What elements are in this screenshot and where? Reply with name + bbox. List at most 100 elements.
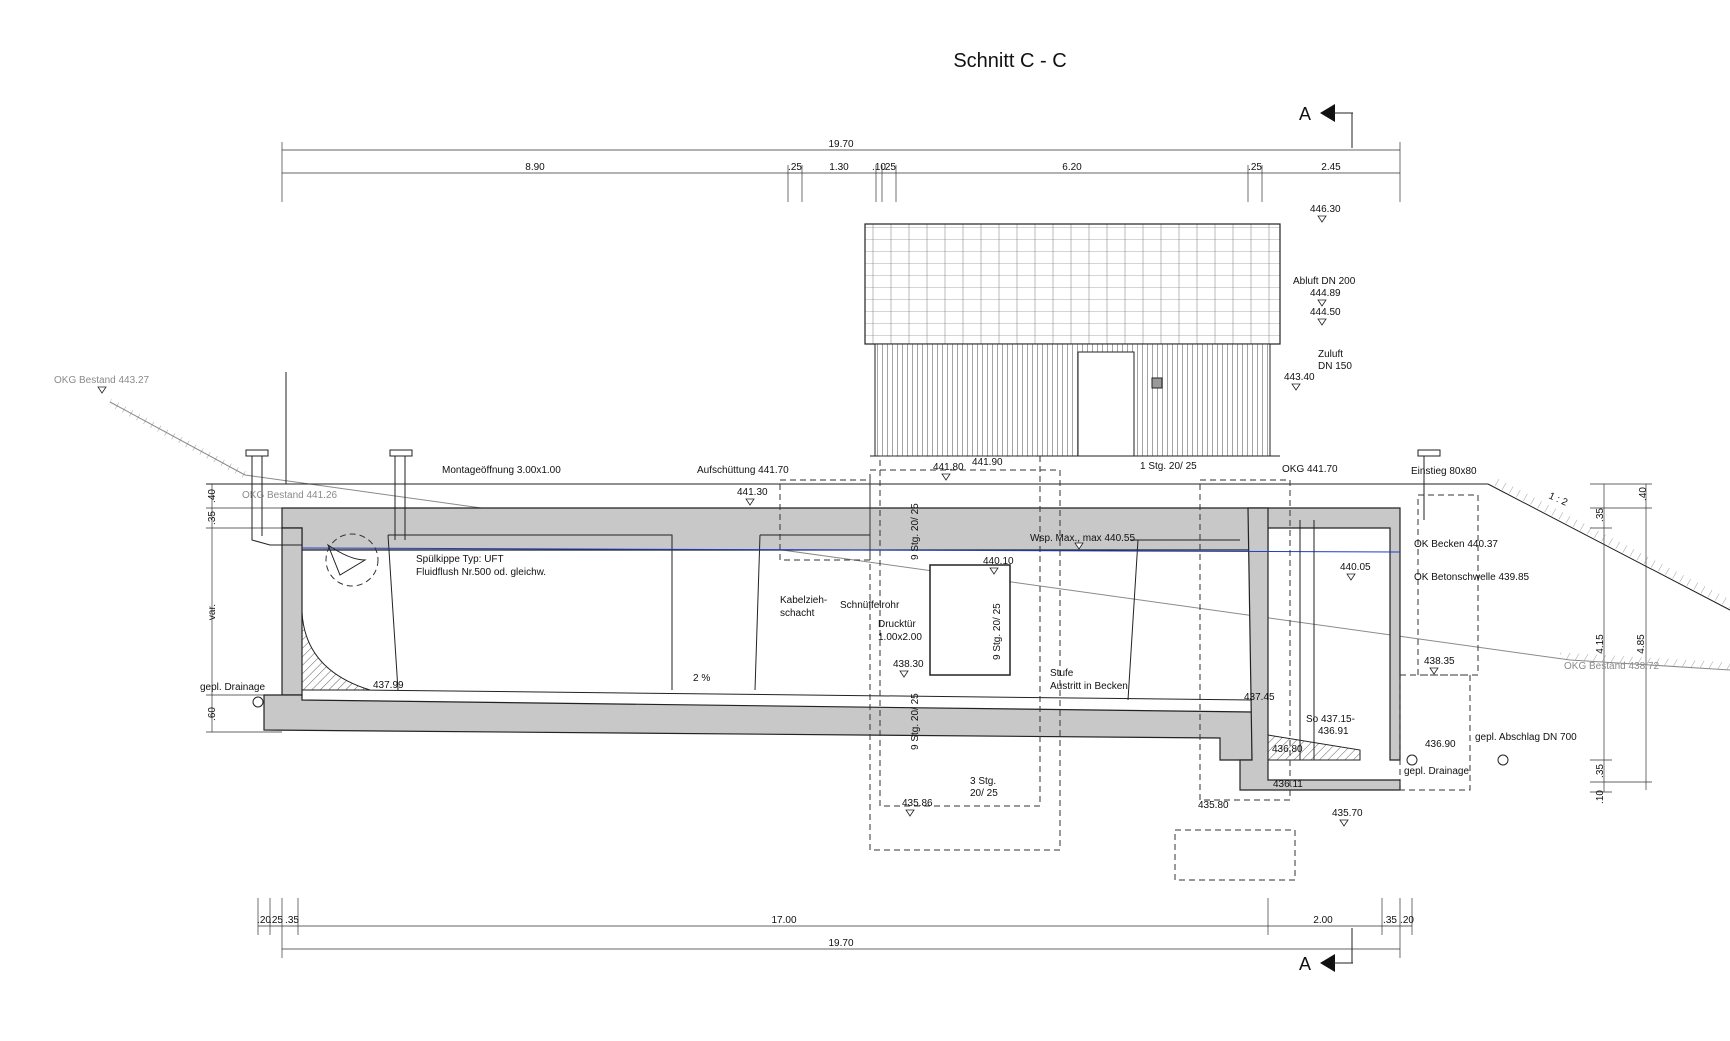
dim-top-seg: .25 — [1248, 162, 1262, 173]
label-level: 440.10 — [983, 556, 1014, 567]
dim-right: 4.15 — [1595, 634, 1606, 654]
label-stufe: Austritt in Becken — [1050, 681, 1128, 692]
internal-walls — [359, 534, 1253, 701]
label-level: 441.90 — [972, 457, 1003, 468]
label-cable-shaft: schacht — [780, 608, 815, 619]
label-level: 440.05 — [1340, 562, 1371, 573]
label-level: 443.40 — [1284, 372, 1315, 383]
flush-tipper-symbol — [325, 533, 379, 587]
dim-top-seg: .10 — [872, 162, 886, 173]
label-flush-tipper: Spülkippe Typ: UFT — [416, 554, 504, 565]
label-stufe: Stufe — [1050, 668, 1074, 679]
label-sniffer-pipe: Schnüffelrohr — [840, 600, 900, 611]
tank-structure — [263, 507, 1401, 791]
label-pressure-door: 1.00x2.00 — [878, 632, 922, 643]
label-level: 441.30 — [737, 487, 768, 498]
dim-right: .10 — [1595, 790, 1606, 804]
label-okg: OKG 441.70 — [1282, 464, 1338, 475]
label-level: 436.80 — [1272, 744, 1303, 755]
label-einstieg: Einstieg 80x80 — [1411, 466, 1477, 477]
label-level: 437.45 — [1244, 692, 1275, 703]
vent-pipes — [245, 372, 1441, 546]
label-steps: 9 Stg. 20/ 25 — [910, 693, 921, 750]
label-ok-becken: OK Becken 440.37 — [1414, 539, 1498, 550]
dim-right: .35 — [1595, 508, 1606, 522]
existing-terrain — [108, 398, 1730, 671]
label-level: 435.80 — [1198, 800, 1229, 811]
dim-top-total: 19.70 — [828, 139, 853, 150]
label-water-level: Wsp. Max., max 440.55 — [1030, 533, 1135, 544]
pump-house — [864, 223, 1281, 457]
label-level: 435.86 — [902, 798, 933, 809]
overflow-outline — [1399, 674, 1471, 791]
dim-right: .35 — [1595, 764, 1606, 778]
label-slope: 2 % — [693, 673, 710, 684]
label-steps: 3 Stg. — [970, 776, 996, 787]
dim-top-seg: 6.20 — [1062, 162, 1082, 173]
label-flush-tipper: Fluidflush Nr.500 od. gleichw. — [416, 567, 546, 578]
label-sole: 436.91 — [1318, 726, 1349, 737]
dim-bottom-seg: .35 — [1383, 915, 1397, 926]
dim-right: 4.85 — [1636, 634, 1647, 654]
dim-bottom-seg: .20 — [1400, 915, 1414, 926]
dim-top-seg: 1.30 — [829, 162, 849, 173]
label-drainage: gepl. Drainage — [200, 682, 265, 693]
drainage-right-symbol — [1406, 754, 1418, 766]
label-okg-bestand: OKG Bestand 441.26 — [242, 490, 338, 501]
label-level: 446.30 — [1310, 204, 1341, 215]
label-steps: 20/ 25 — [970, 788, 998, 799]
label-drainage: gepl. Drainage — [1404, 766, 1469, 777]
dimension-bottom: .20 .25 .35 17.00 2.00 .35 .20 19.70 — [257, 898, 1414, 958]
label-ok-betonschwelle: OK Betonschwelle 439.85 — [1414, 572, 1530, 583]
dim-top-seg: 2.45 — [1321, 162, 1341, 173]
label-level: 437.99 — [373, 680, 404, 691]
label-level: 436.90 — [1425, 739, 1456, 750]
dim-bottom-seg: 2.00 — [1313, 915, 1333, 926]
label-zuluft: Zuluft — [1318, 349, 1343, 360]
label-zuluft: DN 150 — [1318, 361, 1352, 372]
drainage-left-symbol — [252, 696, 264, 708]
dim-bottom-seg: .20 — [257, 915, 271, 926]
dim-bottom-seg: 17.00 — [771, 915, 796, 926]
dim-bottom-seg: .35 — [285, 915, 299, 926]
label-pressure-door: Drucktür — [878, 619, 916, 630]
drawing-title: Schnitt C - C — [953, 50, 1066, 72]
label-sole: So 437.15- — [1306, 714, 1355, 725]
label-level: 441.80 — [933, 462, 964, 473]
dim-bottom-total: 19.70 — [828, 938, 853, 949]
level-markers — [97, 215, 1439, 827]
dim-left: .40 — [207, 489, 218, 503]
dim-top-seg: .25 — [882, 162, 896, 173]
label-cable-shaft: Kabelzieh- — [780, 595, 827, 606]
dim-top-seg: 8.90 — [525, 162, 545, 173]
label-step: 1 Stg. 20/ 25 — [1140, 461, 1197, 472]
section-marker-top: A — [1299, 104, 1353, 148]
section-marker-bottom: A — [1299, 928, 1353, 974]
label-montage: Montageöffnung 3.00x1.00 — [442, 465, 561, 476]
label-steps: 9 Stg. 20/ 25 — [910, 503, 921, 560]
label-level: 435.70 — [1332, 808, 1363, 819]
svg-text:A: A — [1299, 104, 1311, 124]
dim-left: .35 — [207, 511, 218, 525]
label-steps: 9 Stg. 20/ 25 — [992, 603, 1003, 660]
label-level: 444.89 — [1310, 288, 1341, 299]
staircase-shaft — [779, 455, 1479, 881]
dim-right: .40 — [1638, 487, 1649, 501]
label-okg-bestand: OKG Bestand 443.27 — [54, 375, 150, 386]
overflow-symbol — [1497, 754, 1509, 766]
water-level-line — [301, 547, 1401, 553]
annotations: OKG Bestand 443.27 OKG Bestand 441.26 OK… — [54, 204, 1660, 819]
svg-text:A: A — [1299, 954, 1311, 974]
label-aufschuettung: Aufschüttung 441.70 — [697, 465, 789, 476]
label-level: 438.30 — [893, 659, 924, 670]
dim-left: var. — [207, 604, 218, 620]
dim-left: .60 — [207, 707, 218, 721]
label-level: 444.50 — [1310, 307, 1341, 318]
label-overflow: gepl. Abschlag DN 700 — [1475, 732, 1577, 743]
label-level: 436.11 — [1273, 779, 1303, 790]
label-level: 438.35 — [1424, 656, 1455, 667]
label-abluft: Abluft DN 200 — [1293, 276, 1356, 287]
dim-top-seg: .25 — [788, 162, 802, 173]
